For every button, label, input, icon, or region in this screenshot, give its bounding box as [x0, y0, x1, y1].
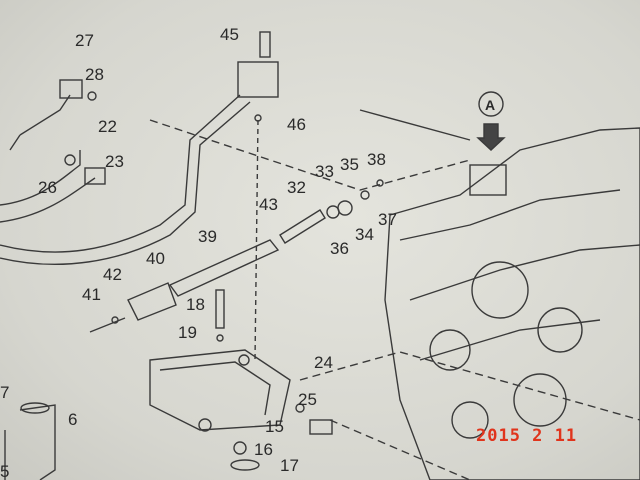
part-label: 17	[280, 456, 299, 475]
engine-gear	[513, 373, 567, 427]
engine-gear	[537, 307, 583, 353]
part-label: 42	[103, 265, 122, 284]
tube-line	[0, 101, 251, 265]
engine-gear	[451, 401, 489, 439]
part-label: 5	[0, 462, 9, 480]
part-label: 37	[378, 210, 397, 229]
leader-line	[149, 119, 471, 191]
mount-block	[469, 164, 507, 196]
spring-35	[337, 200, 353, 216]
view-marker-circle	[478, 91, 504, 117]
part-label: 34	[355, 225, 374, 244]
block-45	[237, 61, 279, 98]
part-label: 41	[82, 285, 101, 304]
spool-32	[279, 209, 326, 244]
valve-port	[198, 418, 212, 432]
leader-line	[299, 351, 640, 421]
fitting-27	[59, 79, 83, 99]
part-label: 15	[265, 417, 284, 436]
ring-25	[295, 403, 305, 413]
view-arrow-icon	[476, 123, 506, 151]
part-label: 35	[340, 155, 359, 174]
part-6	[19, 404, 56, 480]
part-label: 38	[367, 150, 386, 169]
ring-38	[376, 179, 384, 187]
washer-42	[111, 316, 119, 324]
seal-16	[233, 441, 247, 455]
part-label: 39	[198, 227, 217, 246]
seal-33	[326, 205, 340, 219]
part-label: 23	[105, 152, 124, 171]
elbow-24	[309, 419, 333, 435]
engine-detail	[419, 319, 601, 361]
part-label: 36	[330, 239, 349, 258]
part-label: 28	[85, 65, 104, 84]
leader-line	[254, 119, 259, 361]
ring-28	[87, 91, 97, 101]
shaft-39	[168, 239, 280, 297]
part-label: 25	[298, 390, 317, 409]
part-label: 27	[75, 31, 94, 50]
tube-line	[0, 150, 81, 206]
part-label: 33	[315, 162, 334, 181]
engine-gear	[429, 329, 471, 371]
fitting-23	[84, 167, 106, 185]
ring-34	[360, 190, 370, 200]
bolt-18	[215, 289, 225, 329]
bolt-41	[89, 317, 126, 333]
part-label: 16	[254, 440, 273, 459]
part-label: 26	[38, 178, 57, 197]
part-label: 43	[259, 195, 278, 214]
nut-22	[64, 154, 76, 166]
tube-line	[19, 94, 71, 136]
part-label: 18	[186, 295, 205, 314]
outline-line	[359, 109, 471, 141]
ring-17	[230, 459, 260, 471]
ring-19	[216, 334, 224, 342]
engine-detail	[399, 189, 621, 241]
bolt-45	[259, 31, 271, 58]
date-stamp: 2015 2 11	[476, 426, 578, 446]
engine-gear	[471, 261, 529, 319]
part-label: 32	[287, 178, 306, 197]
sleeve-40	[127, 282, 177, 321]
part-label: 45	[220, 25, 239, 44]
engine-block	[384, 127, 640, 480]
part-label: 6	[68, 410, 77, 429]
ring-6	[20, 402, 50, 414]
valve-port	[238, 354, 250, 366]
part-label: 40	[146, 249, 165, 268]
part-label: 22	[98, 117, 117, 136]
tube-line	[9, 134, 21, 151]
valve-body-detail	[159, 361, 271, 416]
part-labels: 27 28 22 23 26 45 46 33 35 38 32 43 39 4…	[0, 25, 495, 480]
tube-line	[0, 94, 241, 253]
part-label: 46	[287, 115, 306, 134]
engine-detail	[409, 244, 640, 301]
view-marker-label: A	[485, 97, 495, 113]
part-label: 19	[178, 323, 197, 342]
leader-line	[329, 419, 471, 480]
valve-body	[149, 349, 291, 431]
part-label: 7	[0, 383, 9, 402]
part-label: 24	[314, 353, 333, 372]
